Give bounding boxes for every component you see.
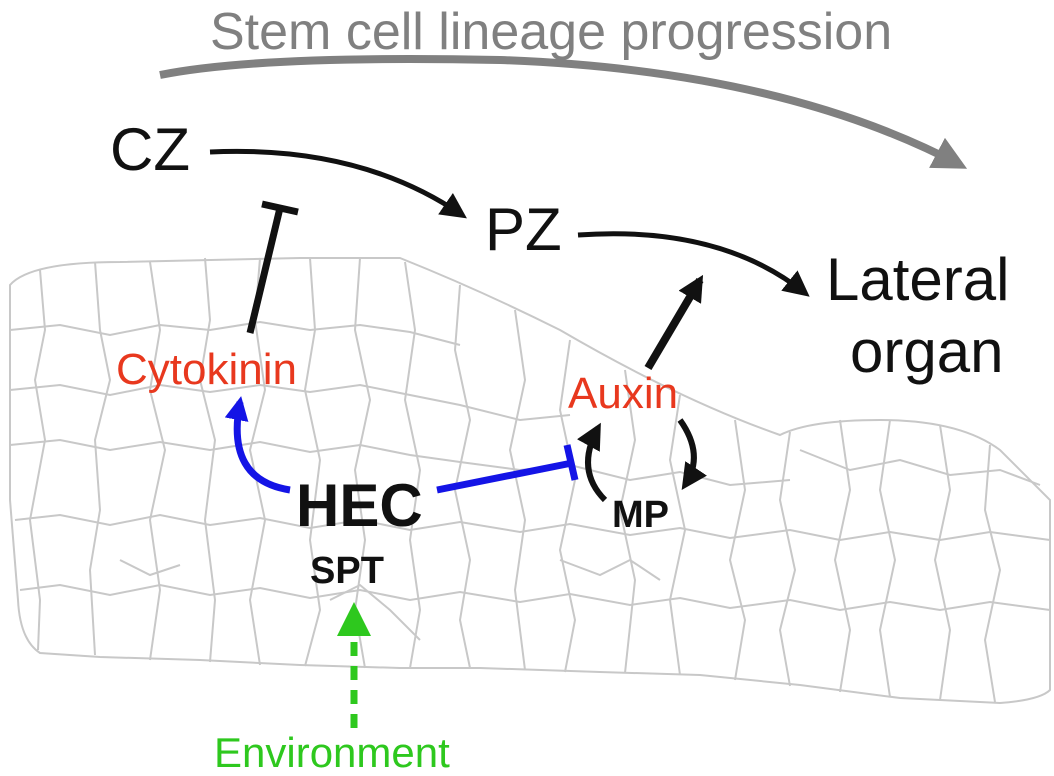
inhibition-hec-to-auxin [436, 444, 579, 494]
diagram-title: Stem cell lineage progression [210, 3, 893, 61]
node-lateral-organ-line1: Lateral [826, 246, 1010, 313]
arrow-cz-to-pz [209, 148, 467, 219]
node-environment: Environment [214, 729, 450, 776]
node-pz: PZ [485, 196, 562, 263]
inhibition-cytokinin-to-cz [246, 200, 299, 334]
arrow-auxin-to-mp [677, 418, 707, 490]
node-lateral-organ-line2: organ [850, 318, 1004, 385]
arrow-mp-to-auxin [576, 422, 608, 503]
tissue-outline [9, 257, 1051, 705]
node-cz: CZ [110, 116, 190, 183]
node-mp: MP [612, 494, 669, 536]
node-auxin: Auxin [568, 369, 679, 418]
node-cytokinin: Cytokinin [116, 345, 297, 394]
arrow-pz-to-lateral-organ [577, 231, 810, 297]
node-spt: SPT [310, 550, 384, 592]
arrow-auxin-to-pz [644, 274, 704, 371]
arrow-hec-to-cytokinin [224, 396, 291, 494]
node-hec: HEC [296, 472, 423, 539]
lineage-progression-arrow [159, 55, 968, 169]
